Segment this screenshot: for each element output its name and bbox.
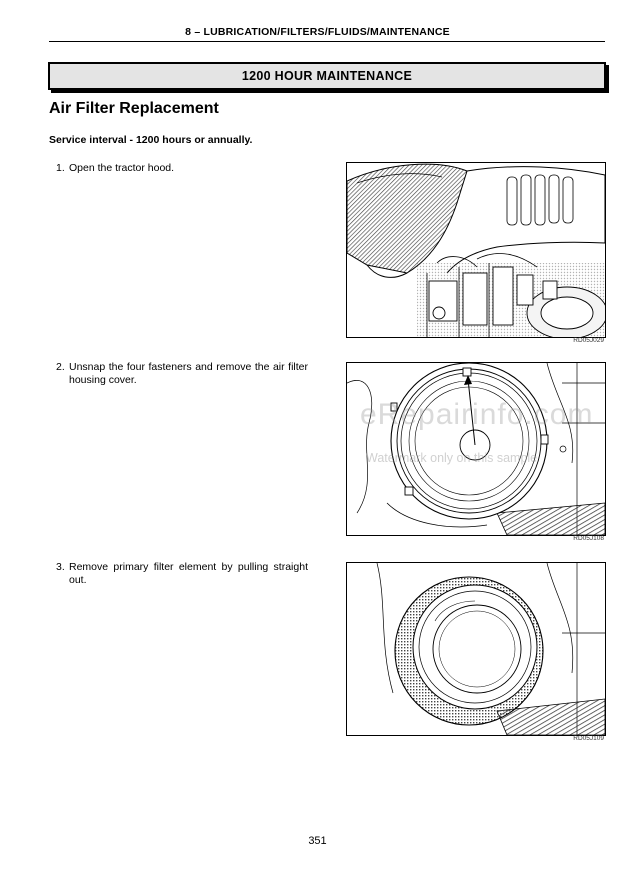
tractor-hood-illustration	[347, 163, 605, 337]
step-text: Remove primary filter element by pulling…	[69, 561, 308, 586]
watermark: eRepairinfo.com	[360, 398, 594, 431]
figure-id: RD05J108	[573, 535, 604, 542]
page-number: 351	[308, 835, 327, 847]
step-2: 2. Unsnap the four fasteners and remove …	[56, 361, 308, 387]
service-interval: Service interval - 1200 hours or annuall…	[49, 134, 253, 146]
chapter-header: 8 – LUBRICATION/FILTERS/FLUIDS/MAINTENAN…	[185, 26, 450, 38]
step-number: 3.	[56, 561, 65, 573]
figure-air-filter-housing	[346, 362, 606, 536]
section-title: Air Filter Replacement	[49, 100, 219, 117]
step-1: 1. Open the tractor hood.	[56, 162, 308, 175]
step-3: 3. Remove primary filter element by pull…	[56, 561, 308, 587]
step-text: Unsnap the four fasteners and remove the…	[69, 361, 308, 386]
figure-id: RD05J029	[573, 337, 604, 344]
air-filter-housing-illustration	[347, 363, 605, 535]
figure-id: RD05J109	[573, 735, 604, 742]
step-number: 2.	[56, 361, 65, 373]
watermark-subtitle: Watermark only on this sample	[366, 451, 538, 465]
header-divider	[49, 41, 605, 42]
step-number: 1.	[56, 162, 65, 174]
step-text: Open the tractor hood.	[69, 162, 175, 174]
maintenance-banner: 1200 HOUR MAINTENANCE	[48, 62, 606, 90]
banner-title: 1200 HOUR MAINTENANCE	[241, 69, 413, 83]
figure-tractor-hood	[346, 162, 606, 338]
primary-filter-element-illustration	[347, 563, 605, 735]
figure-primary-filter	[346, 562, 606, 736]
